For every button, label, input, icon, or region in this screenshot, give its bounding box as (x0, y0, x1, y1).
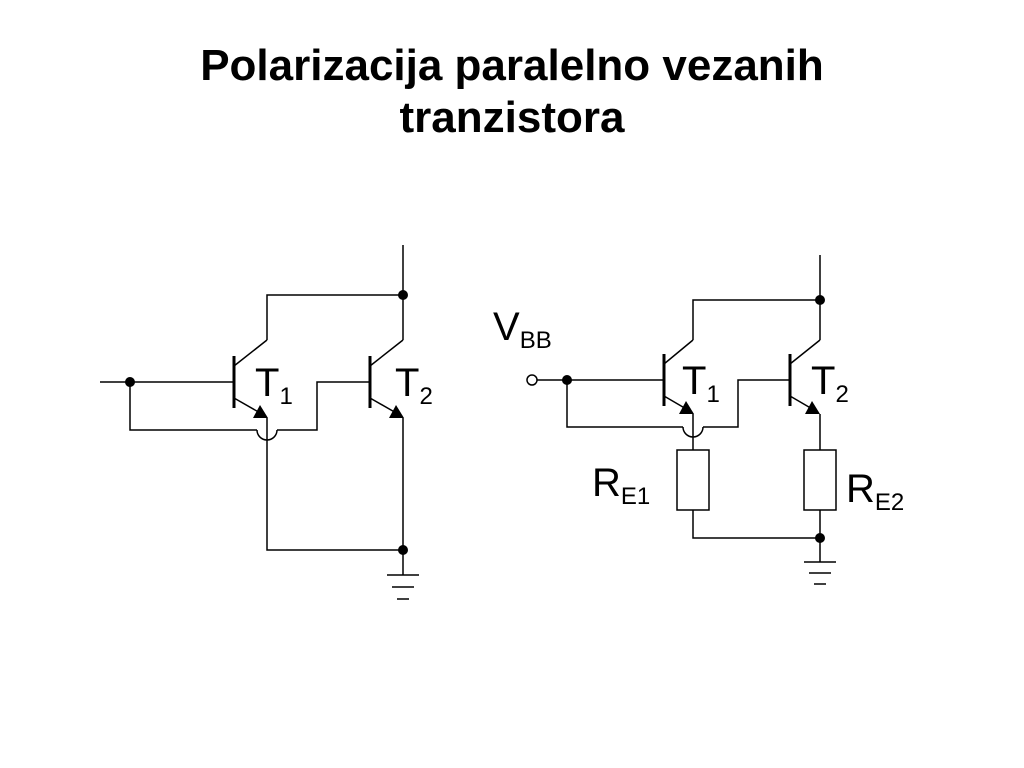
re2-label: RE2 (846, 467, 904, 516)
vbb-label: VBB (493, 305, 552, 354)
right-t1-label: T1 (682, 359, 720, 408)
resistor-re1 (676, 449, 710, 511)
left-circuit: T1 T2 (100, 245, 433, 600)
slide-title: Polarizacija paralelno vezanih tranzisto… (0, 40, 1024, 144)
right-t2-collector (789, 339, 821, 365)
left-transistor-t2: T2 (368, 339, 433, 418)
title-line-1: Polarizacija paralelno vezanih (200, 41, 824, 90)
right-base-tie-wire (566, 380, 683, 428)
left-t2-collector (369, 339, 404, 367)
left-transistor-t1: T1 (232, 339, 293, 418)
right-ground-icon (804, 561, 836, 585)
left-t2-label: T2 (395, 361, 433, 410)
right-ground-node (815, 533, 825, 543)
right-collector-rail (692, 299, 820, 340)
right-circuit: VBB T1 RE1 (493, 255, 904, 585)
right-collector-node (815, 295, 825, 305)
left-ground-icon (387, 574, 419, 600)
right-t2-label: T2 (811, 359, 849, 408)
right-transistor-t1: T1 (662, 339, 720, 414)
left-ground-node (398, 545, 408, 555)
resistor-re2 (803, 449, 837, 511)
left-collector-rail (266, 294, 403, 340)
left-t1-label: T1 (255, 361, 293, 410)
title-line-2: tranzistora (399, 93, 625, 142)
right-t2-base-wire (703, 379, 790, 428)
right-t2-emitter-arrow (805, 401, 820, 414)
right-t1-emitter-arrow (679, 401, 694, 414)
left-t1-collector (233, 339, 268, 367)
left-emitter-return (266, 418, 403, 551)
left-collector-node (398, 290, 408, 300)
right-transistor-t2: T2 (788, 339, 849, 414)
right-re1-return (692, 510, 820, 539)
left-base-tie-wire (129, 382, 257, 431)
right-t1-collector (663, 339, 694, 365)
left-t1-emitter-arrow (253, 405, 268, 418)
re1-label: RE1 (592, 461, 650, 510)
left-t2-emitter-arrow (389, 405, 404, 418)
left-t2-base-wire (277, 381, 370, 431)
vbb-terminal (526, 374, 538, 386)
